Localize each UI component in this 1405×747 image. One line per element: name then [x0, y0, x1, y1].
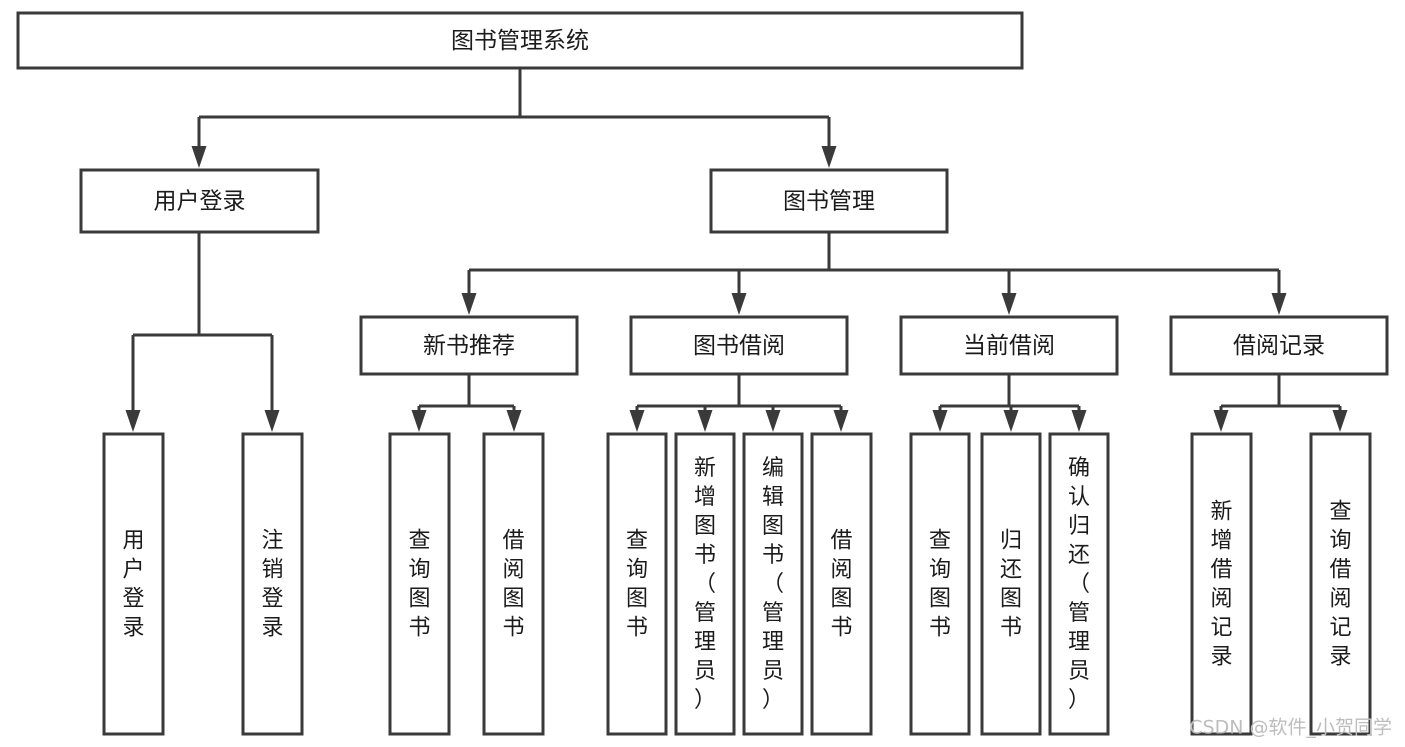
node-box[interactable] — [899, 315, 1119, 376]
node-box[interactable] — [482, 432, 545, 736]
node-label: 查询图书 — [408, 529, 430, 641]
node-box[interactable] — [674, 432, 736, 736]
node-box[interactable] — [359, 315, 579, 376]
node-label: 新增借阅记录 — [1210, 500, 1232, 670]
node-leaf-query-borrow-record[interactable]: 查询借阅记录 — [1309, 432, 1372, 736]
node-current-borrow[interactable]: 当前借阅 — [899, 315, 1119, 376]
node-root[interactable]: 图书管理系统 — [16, 11, 1024, 70]
node-leaf-user-login[interactable]: 用户登录 — [102, 432, 165, 736]
node-label: 图书管理系统 — [451, 28, 589, 54]
node-box[interactable] — [629, 315, 849, 376]
arrow-head-icon — [833, 410, 849, 432]
node-box[interactable] — [742, 432, 804, 736]
arrow-head-icon — [125, 410, 141, 432]
node-label: 用户登录 — [122, 529, 144, 641]
node-label: 图书借阅 — [693, 333, 785, 359]
node-label: 借阅图书 — [502, 529, 524, 641]
node-leaf-user-logout[interactable]: 注销登录 — [241, 432, 304, 736]
arrow-head-icon — [1001, 293, 1017, 315]
arrow-head-icon — [821, 146, 837, 168]
node-box[interactable] — [1048, 432, 1110, 736]
node-label: 查询借阅记录 — [1329, 500, 1351, 670]
node-box[interactable] — [810, 432, 873, 736]
arrow-head-icon — [191, 146, 207, 168]
arrow-head-icon — [1213, 410, 1229, 432]
node-label: 新增图书（管理员） — [694, 456, 716, 713]
arrow-head-icon — [731, 293, 747, 315]
node-leaf-borrow-book[interactable]: 借阅图书 — [810, 432, 873, 736]
arrow-head-icon — [1332, 410, 1348, 432]
node-book-borrow[interactable]: 图书借阅 — [629, 315, 849, 376]
node-leaf-borrow-book-rec[interactable]: 借阅图书 — [482, 432, 545, 736]
node-box[interactable] — [16, 11, 1024, 70]
node-layer: 图书管理系统用户登录图书管理新书推荐图书借阅当前借阅借阅记录用户登录注销登录查询… — [16, 11, 1389, 736]
node-label: 借阅记录 — [1233, 333, 1325, 359]
arrow-head-icon — [1271, 293, 1287, 315]
node-box[interactable] — [388, 432, 451, 736]
node-label: 用户登录 — [154, 189, 246, 215]
node-book-manage[interactable]: 图书管理 — [709, 168, 949, 234]
node-box[interactable] — [606, 432, 668, 736]
node-leaf-edit-book-admin[interactable]: 编辑图书（管理员） — [742, 432, 804, 736]
arrow-head-icon — [1003, 410, 1019, 432]
node-label: 编辑图书（管理员） — [762, 456, 784, 713]
node-label: 图书管理 — [783, 189, 875, 215]
node-box[interactable] — [1190, 432, 1253, 736]
node-box[interactable] — [980, 432, 1042, 736]
node-label: 归还图书 — [1000, 529, 1022, 641]
arrow-head-icon — [1071, 410, 1087, 432]
arrow-head-icon — [411, 410, 427, 432]
node-box[interactable] — [79, 168, 320, 234]
node-leaf-query-book-current[interactable]: 查询图书 — [909, 432, 971, 736]
node-borrow-record[interactable]: 借阅记录 — [1169, 315, 1389, 376]
node-leaf-return-book[interactable]: 归还图书 — [980, 432, 1042, 736]
node-leaf-add-book-admin[interactable]: 新增图书（管理员） — [674, 432, 736, 736]
node-box[interactable] — [102, 432, 165, 736]
node-label: 注销登录 — [261, 529, 283, 641]
arrow-head-icon — [932, 410, 948, 432]
node-new-book-recommend[interactable]: 新书推荐 — [359, 315, 579, 376]
arrow-head-icon — [461, 293, 477, 315]
node-label: 当前借阅 — [963, 333, 1055, 359]
node-label: 查询图书 — [929, 529, 951, 641]
arrow-head-icon — [629, 410, 645, 432]
node-user-login[interactable]: 用户登录 — [79, 168, 320, 234]
node-leaf-query-book-borrow[interactable]: 查询图书 — [606, 432, 668, 736]
node-leaf-confirm-return-admin[interactable]: 确认归还（管理员） — [1048, 432, 1110, 736]
connector-layer — [125, 68, 1348, 432]
node-box[interactable] — [909, 432, 971, 736]
csdn-watermark: CSDN @软件_小贺同学 — [1189, 717, 1392, 739]
arrow-head-icon — [765, 410, 781, 432]
node-box[interactable] — [709, 168, 949, 234]
node-label: 借阅图书 — [830, 529, 852, 641]
node-label: 查询图书 — [626, 529, 648, 641]
node-label: 确认归还（管理员） — [1068, 456, 1090, 713]
arrow-head-icon — [506, 410, 522, 432]
arrow-head-icon — [697, 410, 713, 432]
node-box[interactable] — [1309, 432, 1372, 736]
node-box[interactable] — [241, 432, 304, 736]
node-label: 新书推荐 — [423, 333, 515, 359]
node-leaf-add-borrow-record[interactable]: 新增借阅记录 — [1190, 432, 1253, 736]
node-leaf-query-book-rec[interactable]: 查询图书 — [388, 432, 451, 736]
arrow-head-icon — [264, 410, 280, 432]
node-box[interactable] — [1169, 315, 1389, 376]
